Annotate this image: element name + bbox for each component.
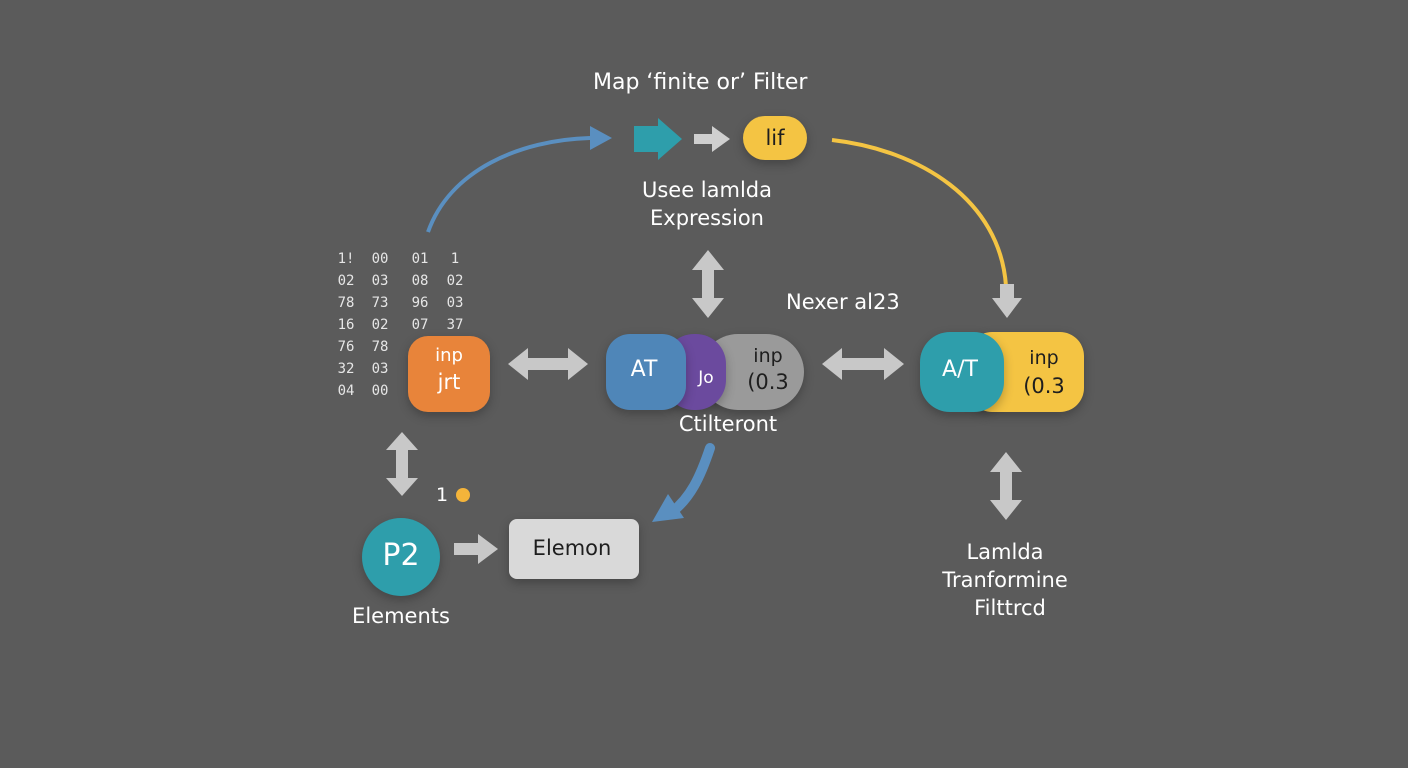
element-box: Elemon — [509, 519, 639, 579]
center-double-arrow-icon — [822, 348, 904, 380]
left-node-line2: jrt — [437, 370, 461, 394]
number-cell: 37 — [446, 317, 464, 333]
right-line1: inp — [1029, 347, 1059, 369]
blue-down-curve — [667, 443, 715, 517]
top-pill-label: lif — [765, 126, 785, 150]
orange-dot — [456, 488, 470, 502]
mid-label: Nexer al23 — [786, 290, 900, 314]
teal-arrow-icon — [634, 118, 682, 160]
number-cell: 03 — [371, 361, 389, 377]
number-cell: 08 — [411, 273, 429, 289]
number-cell: 02 — [337, 273, 355, 289]
diagram-title: Map ‘finite or’ Filter — [593, 70, 808, 95]
blue-curve-arrowhead — [590, 126, 612, 150]
number-grid: 1! 00 01 1 02 03 08 02 78 73 96 03 16 02 07 37 76 78 32 03 0… — [332, 248, 470, 402]
left-node-line1: inp — [435, 345, 463, 366]
center-right-line2: (0.3 — [747, 370, 789, 394]
number-cell: 1! — [337, 251, 355, 267]
number-cell: 78 — [337, 295, 355, 311]
top-caption-line1: Usee lamlda — [641, 178, 773, 202]
center-left-label: AT — [630, 357, 658, 382]
gray-arrow-right-icon — [694, 126, 730, 152]
element-arrow-right-icon — [454, 534, 498, 564]
number-cell: 76 — [337, 339, 355, 355]
number-cell: 1 — [450, 251, 460, 267]
element-box-label: Elemon — [532, 536, 612, 560]
number-cell: 16 — [337, 317, 355, 333]
element-circle-icon: P2 — [362, 518, 440, 596]
left-orange-node: inp jrt — [408, 336, 490, 412]
element-caption: Elements — [352, 604, 450, 628]
blue-curve-arrow — [426, 136, 591, 233]
right-caption-line1: Lamlda — [966, 540, 1044, 564]
vertical-double-arrow-icon — [692, 250, 724, 318]
number-cell: 02 — [371, 317, 389, 333]
center-blue-node: AT — [606, 334, 686, 410]
center-right-line1: inp — [753, 345, 783, 367]
number-cell: 00 — [371, 383, 389, 399]
number-cell: 03 — [446, 295, 464, 311]
right-left-label: A/T — [942, 357, 978, 382]
number-cell: 73 — [371, 295, 389, 311]
center-caption: Ctilteront — [678, 412, 778, 436]
left-vertical-double-arrow-icon — [386, 432, 418, 496]
number-cell: 78 — [371, 339, 389, 355]
small-number: 1 — [436, 484, 449, 506]
blue-down-arrowhead — [652, 494, 684, 522]
right-vertical-double-arrow-icon — [990, 452, 1022, 520]
number-cell: 00 — [371, 251, 389, 267]
number-cell: 03 — [371, 273, 389, 289]
right-caption-line3: Filttrcd — [974, 596, 1046, 620]
number-cell: 07 — [411, 317, 429, 333]
center-mid-label: Jo — [698, 368, 714, 388]
number-cell: 04 — [337, 383, 355, 399]
yellow-curve — [831, 138, 1008, 287]
number-cell: 01 — [411, 251, 429, 267]
left-double-arrow-icon — [508, 348, 588, 380]
element-icon-text: P2 — [382, 538, 420, 573]
number-cell: 96 — [411, 295, 429, 311]
down-arrow-icon — [992, 284, 1022, 318]
right-teal-node: A/T — [920, 332, 1004, 412]
number-cell: 32 — [337, 361, 355, 377]
top-caption-line2: Expression — [650, 206, 764, 230]
number-cell: 02 — [446, 273, 464, 289]
top-yellow-pill: lif — [743, 116, 807, 160]
right-caption-line2: Tranformine — [942, 568, 1068, 592]
right-line2: (0.3 — [1023, 374, 1065, 398]
